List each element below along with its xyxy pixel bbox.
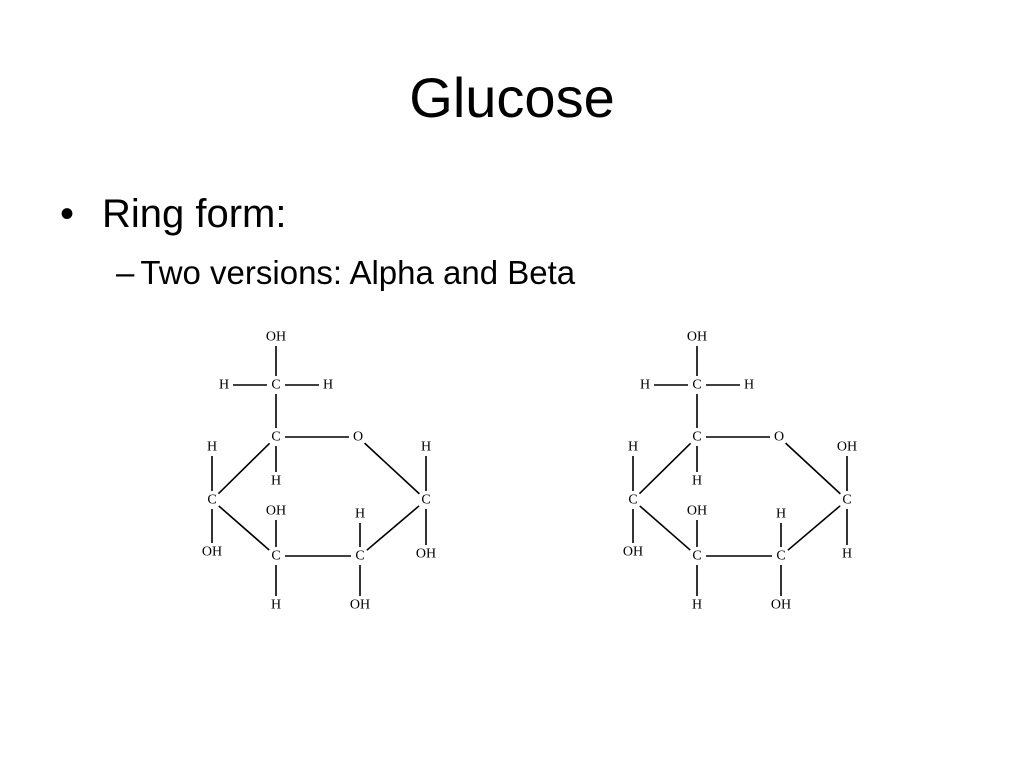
atom-h-c5-below: H: [271, 474, 281, 489]
atom-h-c6-right: H: [323, 378, 333, 393]
bond-c2-c1: [366, 505, 420, 551]
atom-oh-c4: OH: [623, 545, 643, 560]
atom-h-c6-left: H: [640, 378, 650, 393]
atom-c2: C: [355, 549, 364, 564]
bond-c4-c3: [218, 505, 270, 551]
atom-c4: C: [207, 493, 216, 508]
atom-h-c4-top: H: [628, 440, 638, 455]
bond-c2-c1: [787, 505, 841, 551]
sub-bullet-item: –Two versions: Alpha and Beta: [116, 252, 575, 294]
atom-c3: C: [271, 549, 280, 564]
atom-h-c2-top: H: [776, 507, 786, 522]
slide-title: Glucose: [409, 66, 615, 129]
atom-c1-bottom-sub: OH: [416, 547, 436, 562]
bond-o_ring-c1: [785, 442, 841, 495]
sub-bullet-marker: –: [116, 254, 135, 291]
atom-c1: C: [842, 493, 851, 508]
sub-bullet-text: Two versions: Alpha and Beta: [140, 254, 576, 291]
atom-h-c3-bottom: H: [271, 598, 281, 613]
atom-h-c4-top: H: [207, 440, 217, 455]
atom-oh-c3-top: OH: [687, 504, 707, 519]
atom-oh-c2-bottom: OH: [350, 598, 370, 613]
atom-c5: C: [692, 430, 701, 445]
bond-c5-c4: [638, 442, 692, 495]
atom-c1-top-sub: H: [421, 440, 431, 455]
bond-c5-c4: [217, 442, 271, 495]
bond-o_ring-c1: [364, 442, 420, 495]
atom-h-c6-right: H: [744, 378, 754, 393]
atom-oh-c2-bottom: OH: [771, 598, 791, 613]
atom-c3: C: [692, 549, 701, 564]
atom-c6: C: [692, 378, 701, 393]
atom-h-c5-below: H: [692, 474, 702, 489]
atom-h-c3-bottom: H: [692, 598, 702, 613]
atom-h-c2-top: H: [355, 507, 365, 522]
atom-c1-bottom-sub: H: [842, 547, 852, 562]
bullet-marker: •: [60, 192, 75, 236]
bullet-text: Ring form:: [102, 192, 287, 236]
atom-oh-c4: OH: [202, 545, 222, 560]
atom-c1-top-sub: OH: [837, 440, 857, 455]
atom-h-c6-left: H: [219, 378, 229, 393]
atom-oh-c3-top: OH: [266, 504, 286, 519]
atom-c5: C: [271, 430, 280, 445]
atom-c6: C: [271, 378, 280, 393]
bond-c4-c3: [639, 505, 691, 551]
atom-c1: C: [421, 493, 430, 508]
atom-o-ring: O: [353, 430, 363, 445]
atom-oh-top: OH: [266, 330, 286, 345]
bullet-item: • Ring form:: [60, 190, 287, 238]
atom-c2: C: [776, 549, 785, 564]
atom-oh-top: OH: [687, 330, 707, 345]
atom-c4: C: [628, 493, 637, 508]
atom-o-ring: O: [774, 430, 784, 445]
